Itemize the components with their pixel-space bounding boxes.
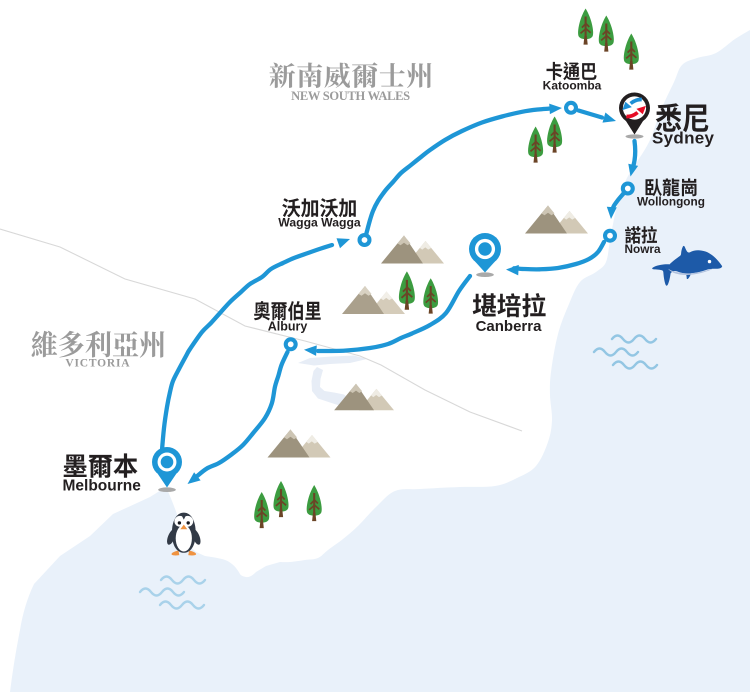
svg-text:Canberra: Canberra xyxy=(476,318,543,335)
svg-text:Nowra: Nowra xyxy=(625,242,661,256)
svg-text:NEW SOUTH WALES: NEW SOUTH WALES xyxy=(291,89,410,103)
svg-text:Katoomba: Katoomba xyxy=(543,79,602,93)
svg-text:Wollongong: Wollongong xyxy=(637,195,705,209)
svg-text:Albury: Albury xyxy=(268,320,308,334)
svg-text:Melbourne: Melbourne xyxy=(63,478,142,495)
svg-text:VICTORIA: VICTORIA xyxy=(65,358,130,370)
svg-text:Wagga Wagga: Wagga Wagga xyxy=(278,216,361,230)
svg-text:Sydney: Sydney xyxy=(652,129,715,148)
